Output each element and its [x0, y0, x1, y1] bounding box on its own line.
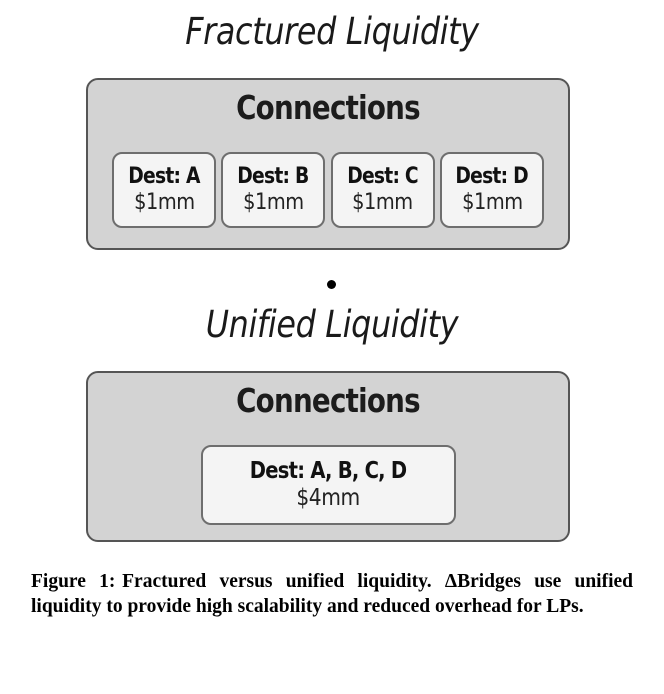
section-divider-dot	[327, 280, 336, 289]
figure-caption-label: Figure 1:	[31, 571, 116, 592]
dest-card-a[interactable]: Dest: A $1mm	[112, 152, 216, 228]
dest-card-c[interactable]: Dest: C $1mm	[330, 152, 435, 228]
dest-card-unified[interactable]: Dest: A, B, C, D $4mm	[200, 445, 456, 525]
figure-caption: Figure 1:Fractured versus unified liquid…	[31, 569, 633, 619]
dest-card-b-label: Dest: B	[237, 163, 310, 189]
unified-section-title: Unified Liquidity	[205, 303, 459, 346]
dest-card-b-amount: $1mm	[243, 189, 304, 215]
dest-card-unified-amount: $4mm	[296, 484, 360, 511]
dest-card-a-amount: $1mm	[133, 189, 195, 215]
fractured-card-row: Dest: A $1mm Dest: B $1mm Dest: C $1mm D…	[112, 152, 544, 228]
fractured-connections-panel: Connections Dest: A $1mm Dest: B $1mm De…	[86, 78, 570, 250]
dest-card-d-amount: $1mm	[461, 189, 523, 215]
dest-card-b[interactable]: Dest: B $1mm	[221, 152, 326, 228]
fractured-panel-heading: Connections	[236, 88, 421, 127]
unified-card-row: Dest: A, B, C, D $4mm	[88, 445, 568, 525]
dest-card-d[interactable]: Dest: D $1mm	[439, 152, 544, 228]
dest-card-unified-label: Dest: A, B, C, D	[249, 457, 407, 484]
dest-card-c-label: Dest: C	[347, 163, 418, 189]
dest-card-c-amount: $1mm	[352, 189, 413, 215]
fractured-section-title: Fractured Liquidity	[185, 10, 479, 53]
unified-panel-heading: Connections	[236, 381, 421, 420]
dest-card-d-label: Dest: D	[455, 163, 529, 189]
figure-caption-text: Fractured versus unified liquidity. ΔBri…	[31, 571, 633, 617]
dest-card-a-label: Dest: A	[128, 163, 200, 189]
unified-connections-panel: Connections Dest: A, B, C, D $4mm	[86, 371, 570, 542]
